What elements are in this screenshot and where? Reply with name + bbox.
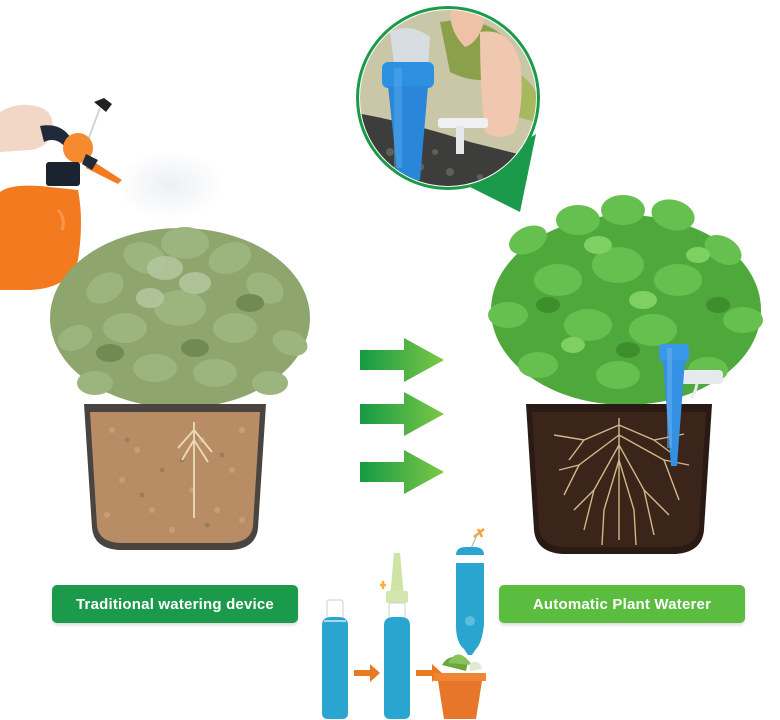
bottle-with-spike-icon (380, 553, 410, 719)
dry-plant-foliage (35, 198, 325, 418)
transition-arrows (358, 338, 448, 498)
step-arrow-icon (354, 664, 380, 682)
bottle-steps-diagram (310, 525, 500, 720)
moist-soil-pot (524, 400, 714, 560)
bottle-filled-icon (322, 599, 348, 719)
watering-spike (655, 342, 725, 472)
bottle-inverted-in-pot-icon (434, 528, 486, 719)
healthy-plant-foliage (478, 185, 773, 410)
spray-bottle-illustration (0, 90, 140, 300)
arrow-right-icon (360, 392, 444, 436)
spike-insertion-inset (350, 2, 550, 214)
automatic-plant-waterer-label: Automatic Plant Waterer (499, 585, 745, 623)
arrow-right-icon (360, 338, 444, 382)
traditional-watering-label: Traditional watering device (52, 585, 298, 623)
spray-mist (115, 150, 225, 220)
arrow-right-icon (360, 450, 444, 494)
dry-soil-pot (82, 400, 268, 555)
